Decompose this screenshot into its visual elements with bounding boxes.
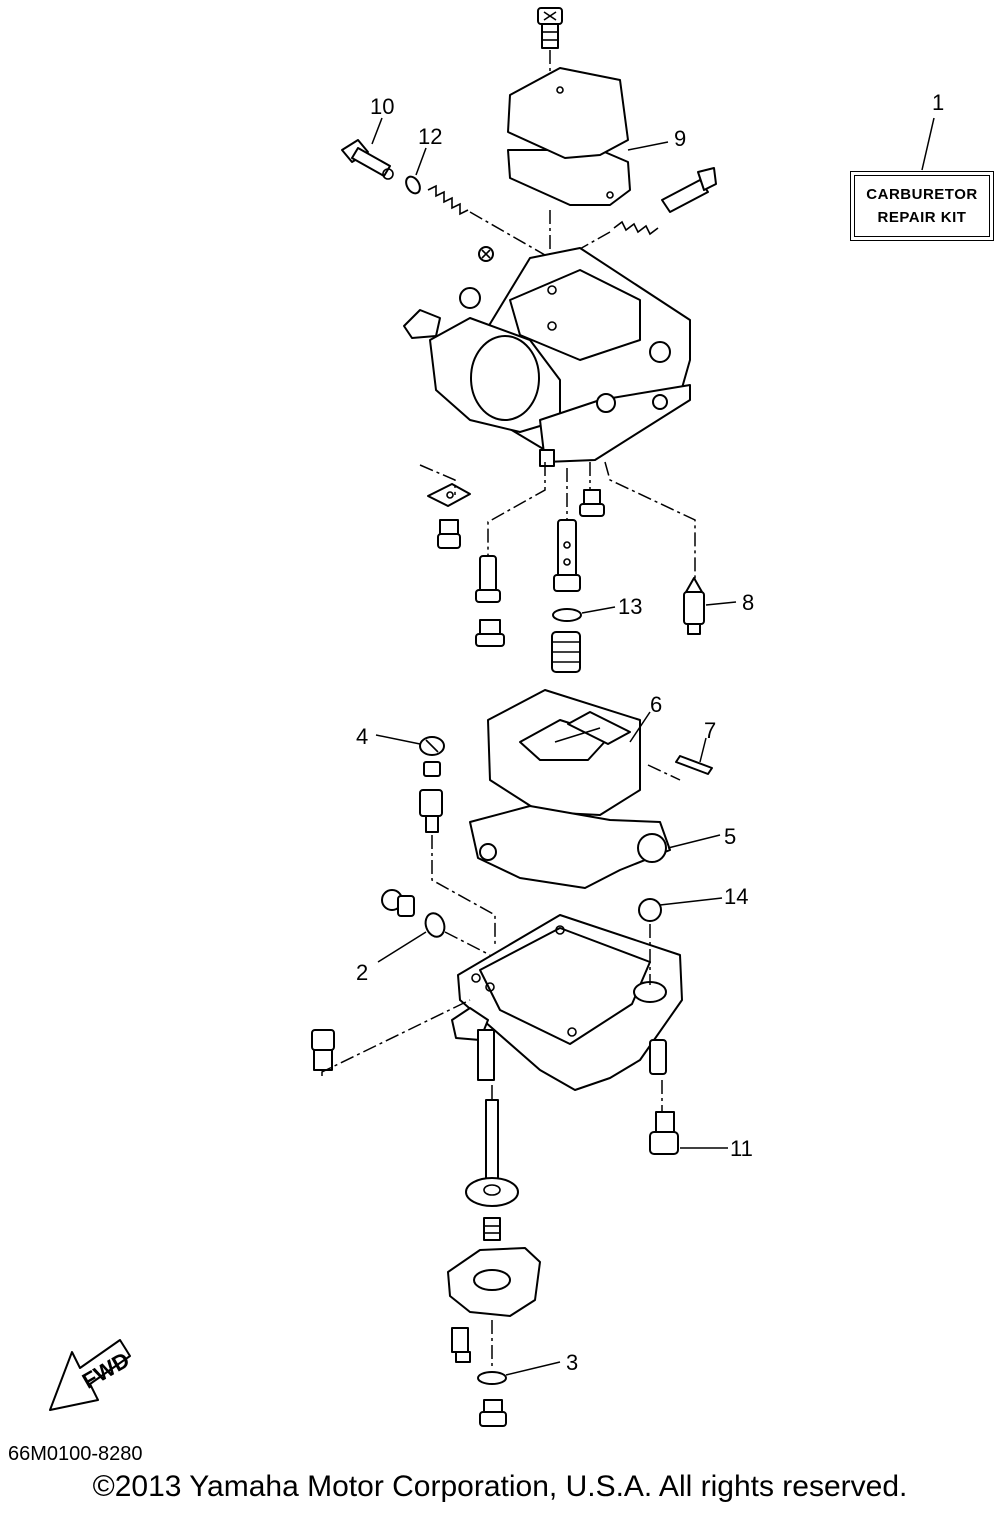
kit-label-line-2: REPAIR KIT bbox=[877, 209, 967, 226]
callout-numbers: 1 2 3 4 5 6 7 8 9 10 11 12 13 14 bbox=[356, 90, 944, 1375]
o-ring-part-12 bbox=[405, 175, 421, 195]
throttle-stop-screw bbox=[613, 167, 717, 236]
callout-2: 2 bbox=[356, 960, 368, 985]
callout-1: 1 bbox=[932, 90, 944, 115]
drain-screw bbox=[381, 889, 415, 917]
callout-5: 5 bbox=[724, 824, 736, 849]
pump-spring bbox=[483, 1217, 501, 1241]
callout-6: 6 bbox=[650, 692, 662, 717]
top-screw bbox=[537, 7, 563, 49]
callout-14: 14 bbox=[724, 884, 748, 909]
float-chamber bbox=[451, 914, 683, 1091]
callout-10: 10 bbox=[370, 94, 394, 119]
needle-seat-part-4 bbox=[419, 736, 445, 833]
fwd-arrow-icon: FWD bbox=[49, 1339, 134, 1411]
drain-plug bbox=[311, 1029, 335, 1071]
callout-4: 4 bbox=[356, 724, 368, 749]
body-screw bbox=[579, 462, 605, 517]
pump-rod bbox=[465, 1099, 519, 1207]
kit-label-line-1: CARBURETOR bbox=[866, 186, 978, 203]
callout-12: 12 bbox=[418, 124, 442, 149]
callout-13: 13 bbox=[618, 594, 642, 619]
pump-screw bbox=[451, 1327, 471, 1363]
pilot-jet bbox=[475, 555, 501, 603]
pilot-jet-screw bbox=[427, 483, 471, 549]
washer-part-3 bbox=[477, 1371, 507, 1385]
float-part-6 bbox=[487, 689, 641, 816]
pilot-spring bbox=[427, 184, 469, 216]
callout-3: 3 bbox=[566, 1350, 578, 1375]
callout-11: 11 bbox=[730, 1136, 753, 1161]
float-pin-part-7 bbox=[675, 755, 713, 775]
diagram-code: 66M0100-8280 bbox=[8, 1443, 143, 1465]
copyright-notice: ©2013 Yamaha Motor Corporation, U.S.A. A… bbox=[92, 1470, 908, 1503]
o-ring-part-13 bbox=[552, 608, 582, 622]
washer-part-2 bbox=[424, 912, 446, 938]
bottom-screw bbox=[479, 1399, 507, 1427]
carburetor-body bbox=[403, 246, 691, 467]
pilot-screw-part-10 bbox=[341, 139, 394, 180]
jet-plug-screw bbox=[475, 619, 505, 647]
carburetor-repair-kit-label: CARBURETOR REPAIR KIT bbox=[850, 171, 994, 241]
filter-part-14 bbox=[638, 898, 662, 922]
chamber-screw-part-11 bbox=[649, 1111, 679, 1155]
jet-spring bbox=[551, 631, 581, 673]
main-nozzle bbox=[553, 468, 581, 592]
float-chamber-gasket-part-5 bbox=[469, 805, 671, 889]
needle-valve-part-8 bbox=[683, 577, 705, 635]
callout-7: 7 bbox=[704, 718, 716, 743]
callout-8: 8 bbox=[742, 590, 754, 615]
leader-lines bbox=[371, 117, 935, 1376]
cover-gasket-part-9 bbox=[507, 67, 631, 206]
callout-9: 9 bbox=[674, 126, 686, 151]
pump-cover bbox=[447, 1247, 541, 1317]
